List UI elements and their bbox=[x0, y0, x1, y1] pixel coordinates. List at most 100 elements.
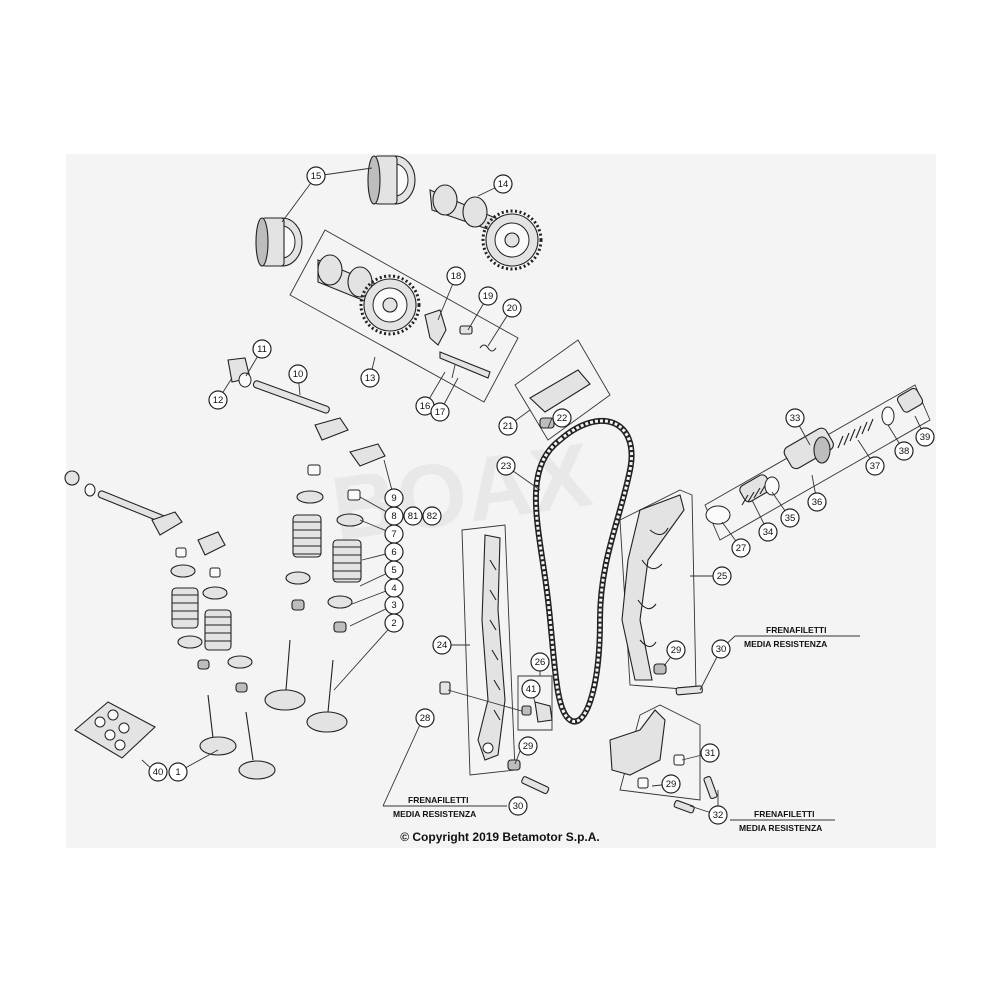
callout-32: 32 bbox=[708, 805, 728, 825]
callout-label: 13 bbox=[365, 373, 376, 384]
camshaft-exhaust bbox=[429, 184, 543, 271]
callout-label: 41 bbox=[526, 684, 537, 695]
callout-9: 9 bbox=[384, 488, 404, 508]
callout-25: 25 bbox=[712, 566, 732, 586]
callout-27: 27 bbox=[731, 538, 751, 558]
callout-14: 14 bbox=[493, 174, 513, 194]
callout-label: 23 bbox=[501, 461, 512, 472]
threadlocker-note-right-bottom: FRENAFILETTI MEDIA RESISTENZA bbox=[739, 809, 822, 833]
callout-5: 5 bbox=[384, 560, 404, 580]
callout-label: 29 bbox=[671, 645, 682, 656]
callout-24: 24 bbox=[432, 635, 452, 655]
callout-label: 5 bbox=[391, 565, 396, 576]
callout-1: 1 bbox=[168, 762, 188, 782]
note-line1: FRENAFILETTI bbox=[766, 625, 826, 635]
callout-81: 81 bbox=[403, 506, 423, 526]
callout-label: 3 bbox=[391, 600, 396, 611]
callout-19: 19 bbox=[478, 286, 498, 306]
callout-21: 21 bbox=[498, 416, 518, 436]
callout-label: 8 bbox=[391, 511, 396, 522]
callout-12: 12 bbox=[208, 390, 228, 410]
callout-23: 23 bbox=[496, 456, 516, 476]
callout-label: 19 bbox=[483, 291, 494, 302]
callout-label: 27 bbox=[736, 543, 747, 554]
chain-guide bbox=[439, 524, 553, 795]
callout-label: 31 bbox=[705, 748, 716, 759]
callout-2: 2 bbox=[384, 613, 404, 633]
callout-15: 15 bbox=[306, 166, 326, 186]
valve-set-right bbox=[264, 464, 364, 733]
callout-3: 3 bbox=[384, 595, 404, 615]
callout-label: 11 bbox=[257, 344, 267, 355]
callout-4: 4 bbox=[384, 578, 404, 598]
note-line2: MEDIA RESISTENZA bbox=[739, 823, 822, 833]
camshaft-assembly bbox=[255, 155, 543, 403]
chain-slider-upper bbox=[514, 339, 611, 441]
callout-label: 32 bbox=[713, 810, 724, 821]
callout-39: 39 bbox=[915, 427, 935, 447]
callout-label: 29 bbox=[523, 741, 534, 752]
callout-label: 17 bbox=[435, 407, 446, 418]
callout-label: 7 bbox=[391, 529, 396, 540]
bearing-lower bbox=[255, 217, 303, 267]
callout-label: 12 bbox=[213, 395, 224, 406]
callout-label: 4 bbox=[391, 583, 396, 594]
shim-kit bbox=[74, 701, 156, 759]
callout-30: 30 bbox=[711, 639, 731, 659]
callout-34: 34 bbox=[758, 522, 778, 542]
callout-label: 22 bbox=[557, 413, 568, 424]
callout-17: 17 bbox=[430, 402, 450, 422]
callout-label: 15 bbox=[311, 171, 322, 182]
timing-chain bbox=[532, 417, 635, 725]
callout-label: 9 bbox=[391, 493, 396, 504]
callout-label: 21 bbox=[503, 421, 514, 432]
note-line2: MEDIA RESISTENZA bbox=[744, 639, 827, 649]
callout-label: 38 bbox=[899, 446, 910, 457]
callout-label: 37 bbox=[870, 461, 881, 472]
callout-label: 28 bbox=[420, 713, 431, 724]
callout-37: 37 bbox=[865, 456, 885, 476]
callout-label: 29 bbox=[666, 779, 677, 790]
callout-label: 30 bbox=[513, 801, 524, 812]
valve-springs-right bbox=[292, 514, 362, 583]
rocker-shaft bbox=[227, 357, 386, 467]
copyright-text: © Copyright 2019 Betamotor S.p.A. bbox=[400, 830, 600, 844]
callout-82: 82 bbox=[422, 506, 442, 526]
callout-13: 13 bbox=[360, 368, 380, 388]
callout-38: 38 bbox=[894, 441, 914, 461]
callout-label: 30 bbox=[716, 644, 727, 655]
callout-18: 18 bbox=[446, 266, 466, 286]
callout-label: 2 bbox=[391, 618, 396, 629]
callout-label: 36 bbox=[812, 497, 823, 508]
callout-10: 10 bbox=[288, 364, 308, 384]
callout-28: 28 bbox=[415, 708, 435, 728]
part-callouts: 1234567891011121314151617181920212223242… bbox=[148, 166, 935, 825]
note-line1: FRENAFILETTI bbox=[408, 795, 468, 805]
callout-label: 81 bbox=[408, 511, 419, 522]
callout-6: 6 bbox=[384, 542, 404, 562]
callout-label: 35 bbox=[785, 513, 796, 524]
camshaft-intake bbox=[317, 254, 421, 336]
valve-set-left bbox=[64, 470, 276, 780]
callout-20: 20 bbox=[502, 298, 522, 318]
callout-label: 26 bbox=[535, 657, 546, 668]
callout-31: 31 bbox=[700, 743, 720, 763]
callout-label: 39 bbox=[920, 432, 931, 443]
callout-label: 40 bbox=[153, 767, 164, 778]
callout-label: 33 bbox=[790, 413, 801, 424]
threadlocker-note-left: FRENAFILETTI MEDIA RESISTENZA bbox=[393, 795, 476, 819]
callout-label: 10 bbox=[293, 369, 304, 380]
callout-label: 20 bbox=[507, 303, 518, 314]
callout-41: 41 bbox=[521, 679, 541, 699]
bearing-upper bbox=[367, 155, 416, 205]
callout-label: 14 bbox=[498, 179, 509, 190]
callout-36: 36 bbox=[807, 492, 827, 512]
callout-label: 25 bbox=[717, 571, 728, 582]
callout-11: 11 bbox=[252, 339, 272, 359]
callout-29: 29 bbox=[661, 774, 681, 794]
callout-40: 40 bbox=[148, 762, 168, 782]
callout-30: 30 bbox=[508, 796, 528, 816]
callout-label: 34 bbox=[763, 527, 774, 538]
callout-8: 8 bbox=[384, 506, 404, 526]
